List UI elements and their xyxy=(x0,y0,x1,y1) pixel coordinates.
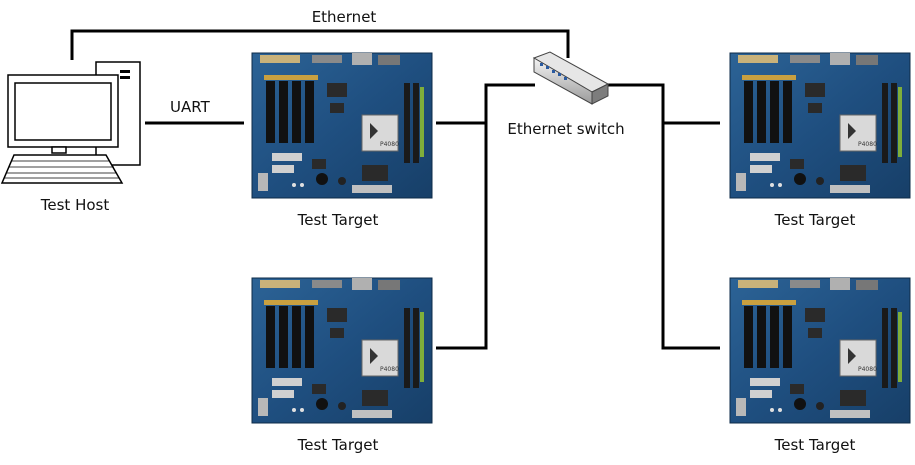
cable-switch-target3 xyxy=(608,83,720,125)
test-target-board-2 xyxy=(251,277,433,424)
cable-target1-switch xyxy=(436,83,535,125)
cable-target2-switch xyxy=(436,123,488,350)
test-host-computer-icon xyxy=(0,61,141,184)
ethernet-cable-host-switch xyxy=(70,29,570,60)
cable-switch-target4 xyxy=(661,123,720,350)
test-target-board-4 xyxy=(729,277,911,424)
test-target-label-1: Test Target xyxy=(297,211,379,229)
test-target-board-3 xyxy=(729,52,911,199)
ethernet-label: Ethernet xyxy=(311,8,377,26)
ethernet-switch-label: Ethernet switch xyxy=(507,120,625,138)
test-target-label-4: Test Target xyxy=(774,436,856,454)
ethernet-switch-icon xyxy=(532,51,610,105)
test-target-label-2: Test Target xyxy=(297,436,379,454)
test-target-label-3: Test Target xyxy=(774,211,856,229)
test-host-label: Test Host xyxy=(40,196,110,214)
test-target-board-1 xyxy=(251,52,433,199)
uart-label: UART xyxy=(170,98,210,116)
connection-lines xyxy=(70,29,720,350)
